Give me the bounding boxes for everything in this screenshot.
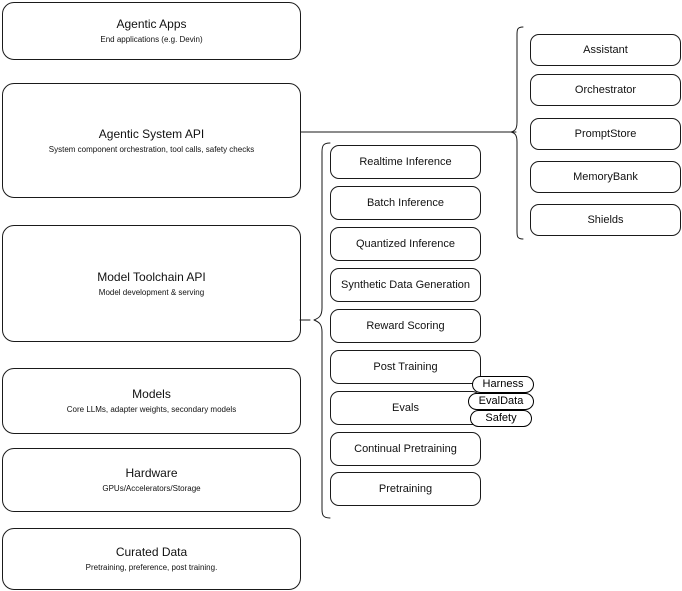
system-item-label: PromptStore (574, 128, 637, 140)
system-item-label: Orchestrator (574, 84, 637, 96)
toolchain-item-label: Pretraining (378, 483, 433, 495)
toolchain-item-label: Synthetic Data Generation (340, 279, 471, 291)
toolchain-item-synthetic-data-generation[interactable]: Synthetic Data Generation (330, 268, 481, 302)
toolchain-item-evals[interactable]: Evals (330, 391, 481, 425)
toolchain-item-continual-pretraining[interactable]: Continual Pretraining (330, 432, 481, 466)
layer-box-models[interactable]: Models Core LLMs, adapter weights, secon… (2, 368, 301, 434)
layer-title: Agentic Apps (116, 17, 187, 31)
brace-toolchain-items (313, 142, 331, 519)
system-item-orchestrator[interactable]: Orchestrator (530, 74, 681, 106)
toolchain-item-label: Reward Scoring (366, 320, 445, 332)
toolchain-item-label: Quantized Inference (355, 238, 456, 250)
toolchain-item-label: Continual Pretraining (354, 443, 457, 455)
system-item-assistant[interactable]: Assistant (530, 34, 681, 66)
layer-title: Models (132, 387, 171, 401)
layer-box-agentic-apps[interactable]: Agentic Apps End applications (e.g. Devi… (2, 2, 301, 60)
toolchain-item-label: Realtime Inference (359, 156, 452, 168)
eval-badge-safety[interactable]: Safety (470, 410, 532, 427)
layer-box-model-toolchain-api[interactable]: Model Toolchain API Model development & … (2, 225, 301, 342)
toolchain-item-pretraining[interactable]: Pretraining (330, 472, 481, 506)
layer-title: Model Toolchain API (97, 269, 206, 284)
eval-badge-harness[interactable]: Harness (472, 376, 534, 393)
eval-badge-evaldata[interactable]: EvalData (468, 393, 534, 410)
system-item-label: Shields (587, 214, 624, 226)
layer-subtitle: Model development & serving (98, 287, 205, 297)
layer-subtitle: End applications (e.g. Devin) (100, 35, 203, 44)
layer-subtitle: Core LLMs, adapter weights, secondary mo… (66, 405, 237, 414)
layer-title: Agentic System API (98, 126, 205, 141)
toolchain-item-post-training[interactable]: Post Training (330, 350, 481, 384)
layer-box-hardware[interactable]: Hardware GPUs/Accelerators/Storage (2, 448, 301, 512)
system-item-memorybank[interactable]: MemoryBank (530, 161, 681, 193)
toolchain-item-quantized-inference[interactable]: Quantized Inference (330, 227, 481, 261)
system-item-promptstore[interactable]: PromptStore (530, 118, 681, 150)
toolchain-item-label: Evals (392, 402, 419, 414)
layer-subtitle: Pretraining, preference, post training. (85, 563, 218, 572)
layer-box-curated-data[interactable]: Curated Data Pretraining, preference, po… (2, 528, 301, 590)
layer-box-agentic-system-api[interactable]: Agentic System API System component orch… (2, 83, 301, 198)
layer-title: Hardware (125, 466, 178, 480)
system-item-label: Assistant (583, 44, 628, 56)
layer-subtitle: GPUs/Accelerators/Storage (102, 484, 201, 493)
toolchain-item-label: Post Training (373, 361, 438, 373)
layer-title: Curated Data (115, 545, 188, 559)
layer-subtitle: System component orchestration, tool cal… (48, 144, 255, 154)
toolchain-item-realtime-inference[interactable]: Realtime Inference (330, 145, 481, 179)
system-item-label: MemoryBank (573, 171, 638, 183)
toolchain-item-label: Batch Inference (366, 197, 445, 209)
toolchain-item-batch-inference[interactable]: Batch Inference (330, 186, 481, 220)
system-item-shields[interactable]: Shields (530, 204, 681, 236)
toolchain-item-reward-scoring[interactable]: Reward Scoring (330, 309, 481, 343)
